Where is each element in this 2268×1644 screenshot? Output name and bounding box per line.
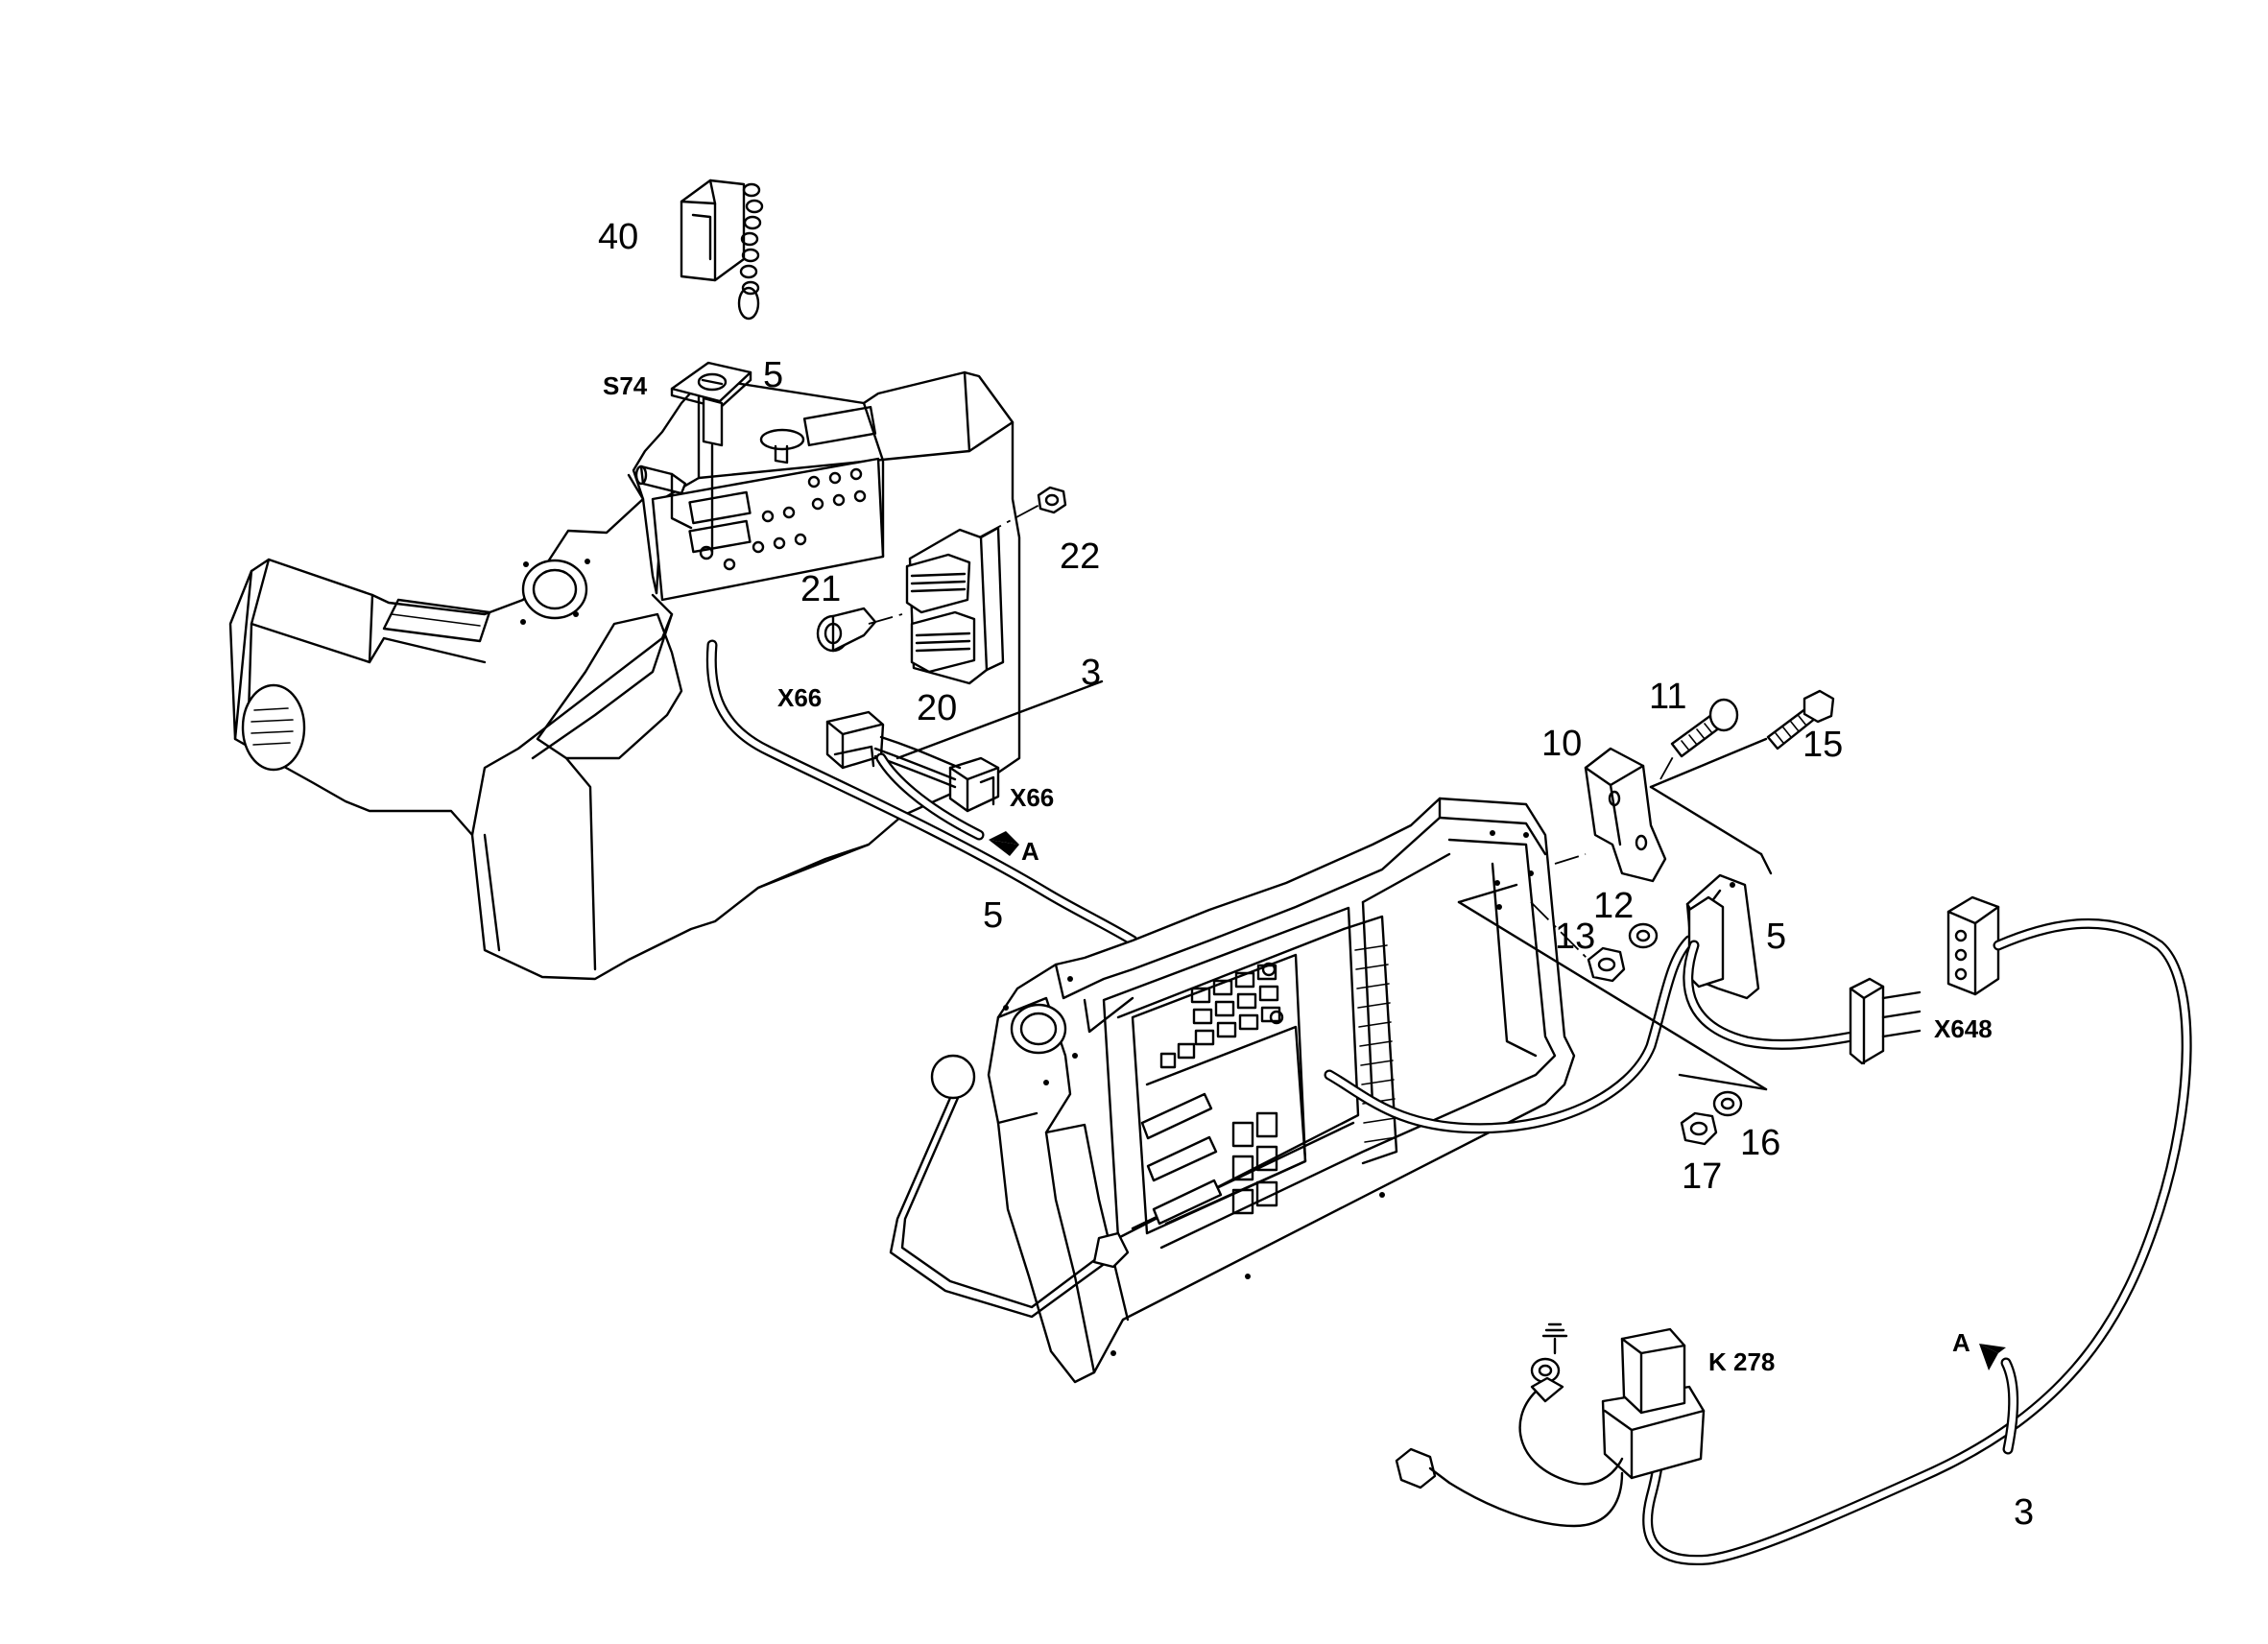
key-chain xyxy=(737,182,764,321)
screw-11 xyxy=(1670,698,1739,758)
cable-harness-5 xyxy=(705,639,1138,946)
leader-3-top xyxy=(895,679,1104,760)
label-16: 16 xyxy=(1740,1123,1780,1163)
label-x66-right: X66 xyxy=(1010,783,1054,812)
label-5-bracket: 5 xyxy=(1766,917,1786,957)
key-switch xyxy=(670,361,752,554)
internal-cable xyxy=(1324,935,1695,1134)
nut-17 xyxy=(1680,1111,1718,1146)
bracket-5 xyxy=(1685,873,1760,1000)
label-a-bottom: A xyxy=(1952,1328,1970,1357)
bracket-10 xyxy=(1584,747,1667,883)
x648-socket xyxy=(1946,895,2000,996)
part-labels: 40 S74 5 22 21 3 20 X66 X66 A 5 10 11 15… xyxy=(598,217,2034,1533)
relay-block xyxy=(905,526,1005,685)
ring-connector xyxy=(1395,1447,1624,1528)
control-box xyxy=(987,797,1576,1384)
label-10: 10 xyxy=(1541,724,1582,764)
x648-plug xyxy=(1849,977,1922,1065)
bracket-axis-left xyxy=(1554,853,1587,865)
x66-wires xyxy=(873,735,985,841)
lever-handle xyxy=(889,1054,1130,1319)
label-x66-left: X66 xyxy=(777,683,822,712)
nut-22-axis xyxy=(978,503,1042,538)
x66-connector-right xyxy=(948,756,1000,813)
washer-16 xyxy=(1712,1090,1743,1117)
panel-holes xyxy=(699,467,867,571)
bracket-axis-top xyxy=(1659,752,1676,780)
key-with-chain xyxy=(680,179,764,321)
label-20: 20 xyxy=(917,688,957,728)
label-3-top: 3 xyxy=(1081,653,1101,693)
washer-12 xyxy=(1628,922,1659,949)
nut-axis xyxy=(1530,901,1589,961)
label-3-bottom: 3 xyxy=(2014,1492,2034,1533)
switch-panel xyxy=(634,405,885,602)
label-13: 13 xyxy=(1555,917,1595,957)
screw-21 xyxy=(816,607,877,653)
label-5-cable: 5 xyxy=(983,895,1003,936)
label-k278: K 278 xyxy=(1708,1347,1775,1376)
label-x648: X648 xyxy=(1934,1014,1993,1043)
label-22: 22 xyxy=(1060,536,1100,577)
x66-connector-left xyxy=(825,710,885,770)
relay-k278 xyxy=(1601,1327,1706,1480)
ground-terminal xyxy=(1518,1322,1624,1486)
label-5-key: 5 xyxy=(763,355,783,395)
label-40: 40 xyxy=(598,217,638,257)
screw-15 xyxy=(1766,689,1835,751)
cable-harness-3 xyxy=(1642,917,2192,1566)
label-12: 12 xyxy=(1593,886,1634,926)
nut-22 xyxy=(1037,486,1067,514)
board-components xyxy=(1159,962,1284,1069)
dashboard-housing xyxy=(228,370,1021,981)
label-17: 17 xyxy=(1682,1156,1722,1197)
arrow-a-top xyxy=(989,831,1019,845)
label-11: 11 xyxy=(1649,677,1686,717)
screw-21-axis xyxy=(868,613,903,625)
label-s74: S74 xyxy=(603,371,648,400)
label-15: 15 xyxy=(1802,725,1843,765)
arrow-a-bottom xyxy=(1979,1344,1998,1370)
label-a-top: A xyxy=(1021,837,1039,866)
x648-cable xyxy=(1683,940,1858,1050)
label-21: 21 xyxy=(800,569,841,609)
nut-13 xyxy=(1587,946,1626,983)
